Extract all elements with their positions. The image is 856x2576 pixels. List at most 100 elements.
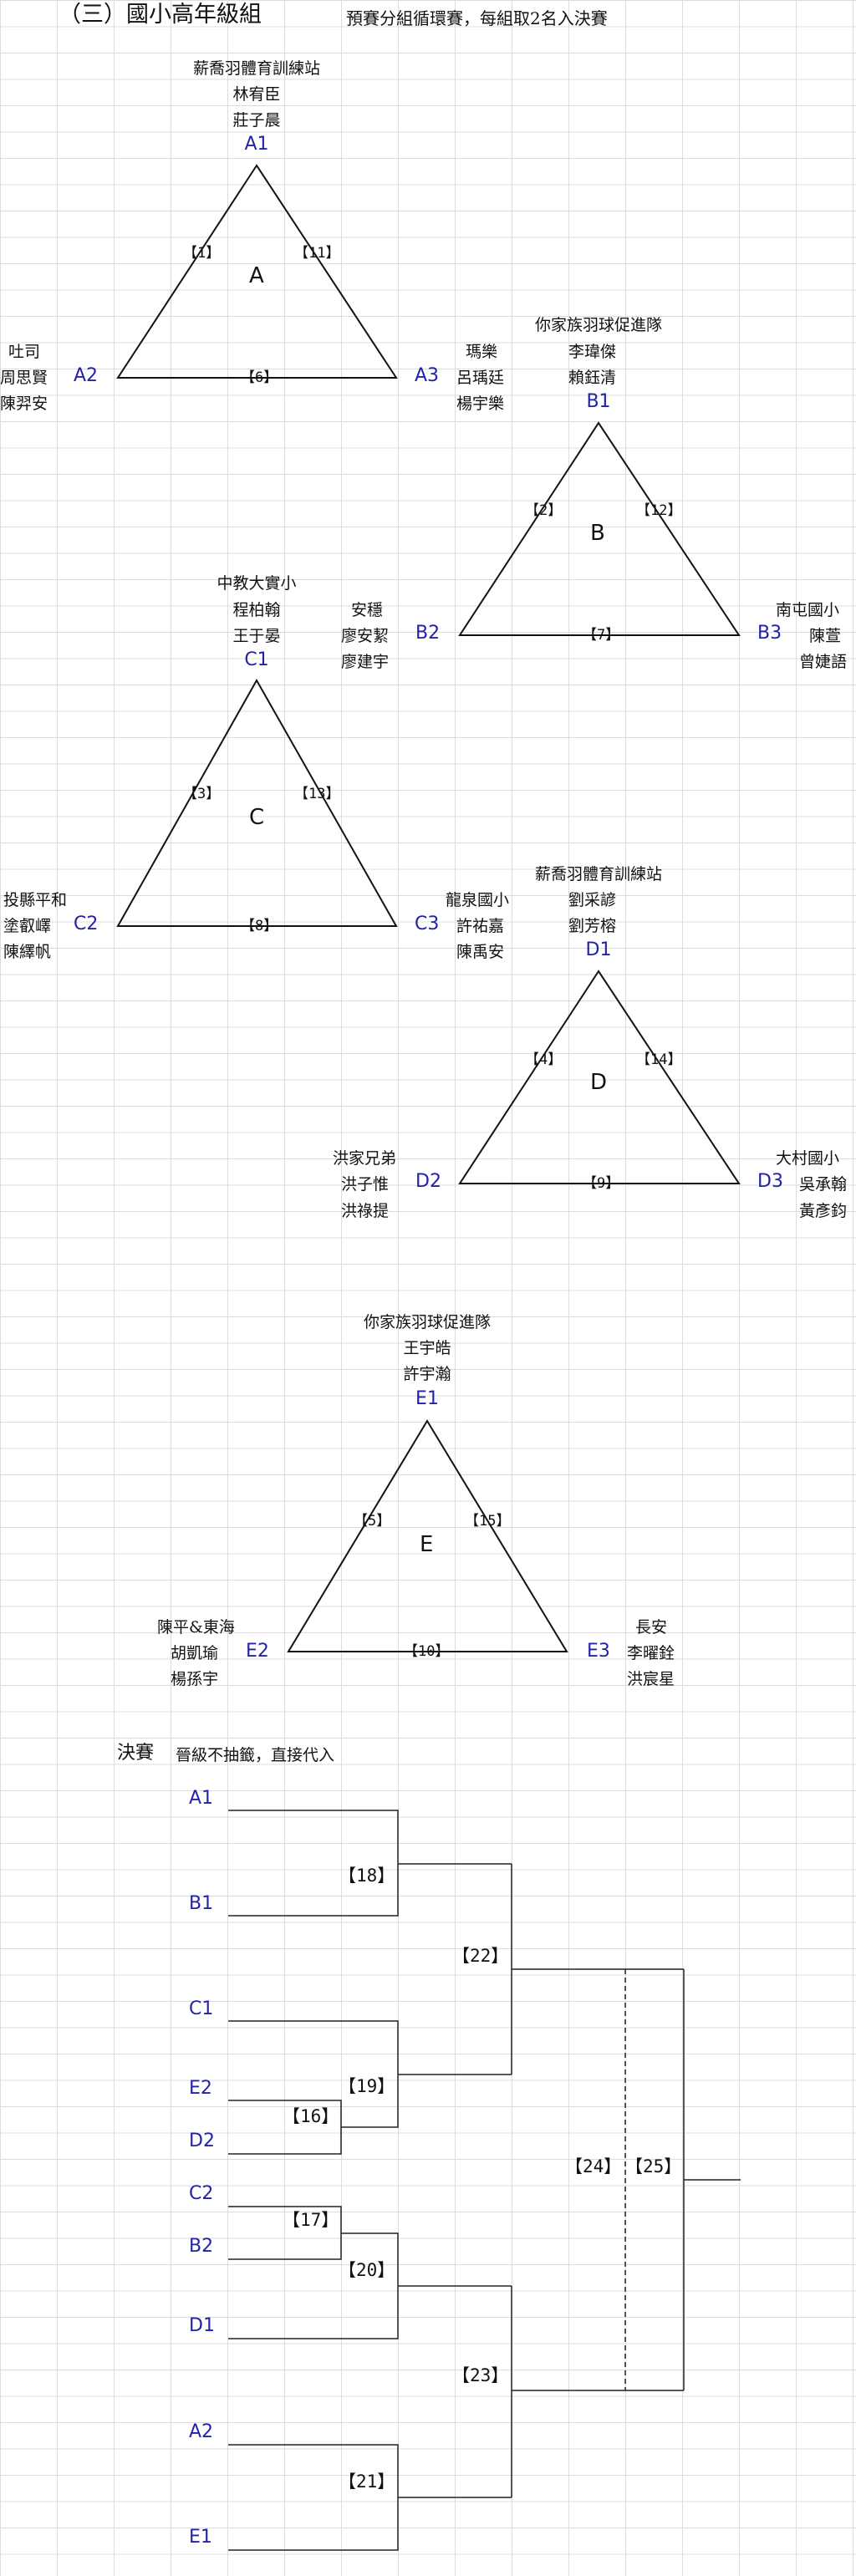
d2-player-1: 洪子惟 (341, 1175, 390, 1194)
group-d-triangle (458, 970, 741, 1184)
a1-player-1: 林宥臣 (232, 85, 281, 104)
final-entry-b1: B1 (189, 1893, 214, 1914)
final-entry-b2: B2 (189, 2236, 214, 2257)
a-match-bottom: 【6】 (241, 369, 278, 386)
c-match-left: 【3】 (183, 786, 221, 802)
e1-code: E1 (415, 1388, 439, 1409)
final-entry-e1: E1 (189, 2527, 212, 2548)
final-entry-a2: A2 (189, 2421, 214, 2442)
d1-player-1: 劉采諺 (568, 891, 617, 909)
e3-code: E3 (587, 1641, 610, 1662)
b3-team: 南屯國小 (776, 601, 840, 619)
e-match-right: 【15】 (465, 1513, 511, 1530)
a-match-right: 【11】 (294, 245, 340, 262)
a3-team: 瑪樂 (466, 343, 498, 361)
b2-team: 安穩 (351, 601, 384, 619)
group-d-label: D (590, 1070, 608, 1095)
e-match-left: 【5】 (354, 1513, 391, 1530)
d1-team: 薪喬羽體育訓練站 (534, 865, 663, 883)
final-match-25: 【25】 (625, 2156, 682, 2176)
e-match-bottom: 【10】 (404, 1643, 450, 1660)
final-match-23: 【23】 (452, 2365, 509, 2385)
final-match-18: 【18】 (339, 1866, 395, 1886)
c2-team: 投縣平和 (3, 891, 68, 909)
c3-team: 龍泉國小 (446, 891, 510, 909)
group-a-triangle (116, 164, 398, 379)
final-entry-c2: C2 (189, 2183, 214, 2204)
e2-player-2: 楊孫宇 (171, 1670, 219, 1688)
a3-player-1: 呂瑀廷 (456, 369, 505, 387)
final-match-16: 【16】 (283, 2106, 339, 2126)
c1-player-1: 程柏翰 (232, 601, 281, 619)
d2-code: D2 (415, 1171, 441, 1192)
final-entry-d1: D1 (189, 2315, 215, 2336)
b2-player-2: 廖建宇 (341, 653, 390, 671)
c3-player-2: 陳禹安 (456, 943, 505, 961)
b-match-bottom: 【7】 (583, 627, 620, 644)
a3-player-2: 楊宇樂 (456, 395, 505, 413)
final-match-22: 【22】 (452, 1946, 509, 1966)
c-match-right: 【13】 (294, 786, 340, 802)
c2-player-2: 陳繹帆 (3, 943, 52, 961)
d-match-bottom: 【9】 (583, 1175, 620, 1192)
page-title: （三）國小高年級組 (59, 2, 262, 28)
e1-team: 你家族羽球促進隊 (363, 1313, 492, 1331)
page-subtitle: 預賽分組循環賽，每組取2名入決賽 (346, 8, 608, 28)
d1-code: D1 (585, 939, 612, 960)
d1-player-2: 劉芳榕 (568, 917, 617, 935)
d2-player-2: 洪祿提 (341, 1202, 390, 1220)
b1-player-1: 李瑋傑 (568, 343, 617, 361)
final-match-21: 【21】 (339, 2472, 395, 2492)
b1-code: B1 (586, 391, 611, 412)
b2-player-1: 廖安絜 (341, 627, 390, 645)
c1-player-2: 王于晏 (232, 627, 281, 645)
final-match-17: 【17】 (283, 2210, 339, 2230)
d3-code: D3 (757, 1171, 783, 1192)
d3-team: 大村國小 (776, 1149, 840, 1168)
b3-player-2: 曾婕語 (799, 653, 848, 671)
final-entry-c1: C1 (189, 1998, 214, 2019)
c1-team: 中教大實小 (217, 574, 297, 593)
d3-player-2: 黃彥鈞 (799, 1202, 848, 1220)
group-e-triangle (287, 1419, 568, 1652)
final-entry-a1: A1 (189, 1788, 214, 1809)
a-match-left: 【1】 (183, 245, 221, 262)
b-match-left: 【2】 (525, 502, 563, 519)
final-entry-d2: D2 (189, 2131, 215, 2151)
group-c-triangle (116, 678, 398, 927)
group-c-label: C (249, 805, 265, 830)
b1-player-2: 賴鈺清 (568, 369, 617, 387)
final-entry-e2: E2 (189, 2078, 212, 2099)
a1-player-2: 莊子晨 (232, 111, 281, 130)
a2-player-2: 陳羿安 (0, 395, 48, 413)
a2-player-1: 周思賢 (0, 369, 48, 387)
c3-code: C3 (415, 914, 440, 934)
finals-note: 晉級不抽籤，直接代入 (176, 1746, 335, 1764)
d2-team: 洪家兄弟 (333, 1149, 397, 1168)
final-match-20: 【20】 (339, 2260, 395, 2280)
final-match-24: 【24】 (565, 2156, 622, 2176)
group-e-label: E (420, 1532, 434, 1557)
b3-code: B3 (757, 623, 782, 644)
a1-code: A1 (244, 134, 269, 155)
e1-player-2: 許宇瀚 (403, 1365, 451, 1383)
e3-team: 長安 (635, 1618, 668, 1637)
e2-player-1: 胡凱瑜 (171, 1644, 219, 1662)
c1-code: C1 (244, 649, 269, 670)
b2-code: B2 (415, 623, 441, 644)
b1-team: 你家族羽球促進隊 (534, 316, 663, 334)
e3-player-1: 李曜銓 (627, 1644, 675, 1662)
b-match-right: 【12】 (636, 502, 682, 519)
d3-player-1: 吳承翰 (799, 1175, 848, 1194)
e2-code: E2 (246, 1641, 269, 1662)
finals-title: 決賽 (117, 1743, 155, 1764)
a1-team: 薪喬羽體育訓練站 (192, 59, 321, 78)
c2-player-1: 塗叡嶧 (3, 917, 52, 935)
a2-team: 吐司 (8, 343, 41, 361)
d-match-right: 【14】 (636, 1051, 682, 1068)
e1-player-1: 王宇皓 (403, 1339, 451, 1357)
c3-player-1: 許祐嘉 (456, 917, 505, 935)
c-match-bottom: 【8】 (241, 918, 278, 934)
